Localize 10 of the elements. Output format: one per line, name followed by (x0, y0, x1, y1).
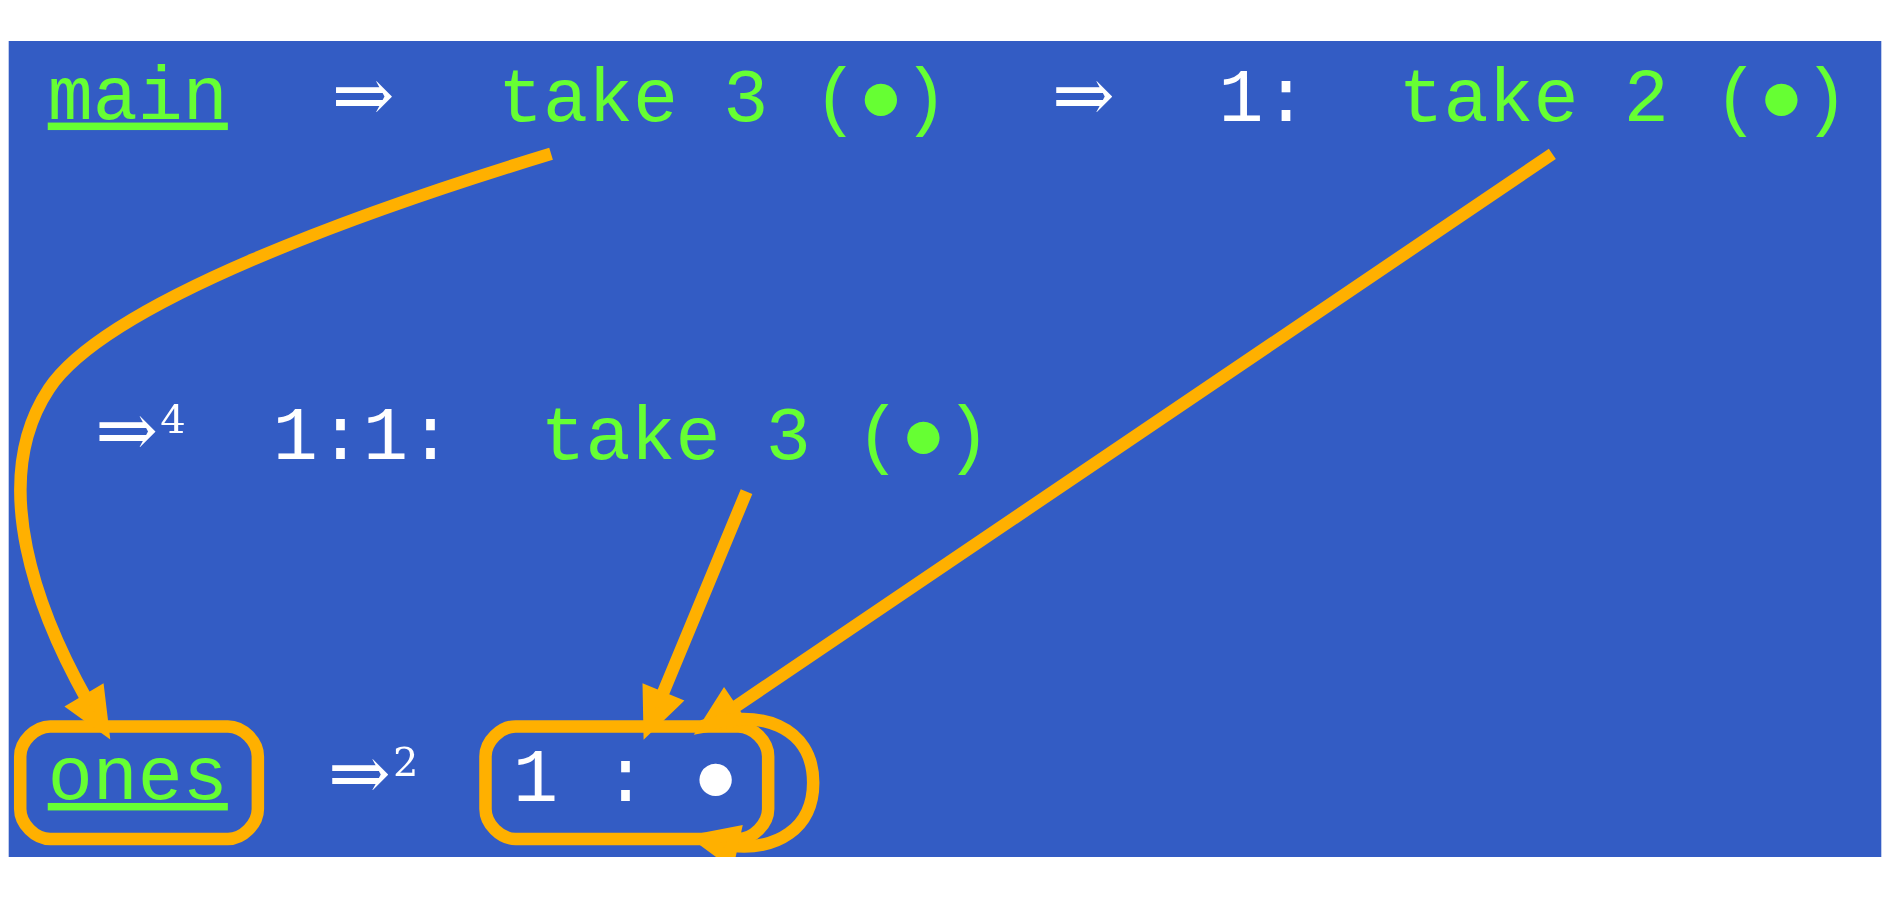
node-text: take 3 (●) (498, 59, 949, 145)
node-text: take 3 (●) (540, 396, 991, 482)
label: ⇒ (331, 51, 395, 140)
label: ⇒$^{4}$ (95, 386, 186, 475)
label: ⇒$^{2}$ (327, 728, 419, 817)
label: ⇒ (1052, 51, 1115, 140)
label: main (47, 56, 228, 142)
label: 1: (1218, 59, 1309, 145)
label: 1:1: (272, 396, 453, 482)
node-text: take 2 (●) (1398, 59, 1849, 145)
